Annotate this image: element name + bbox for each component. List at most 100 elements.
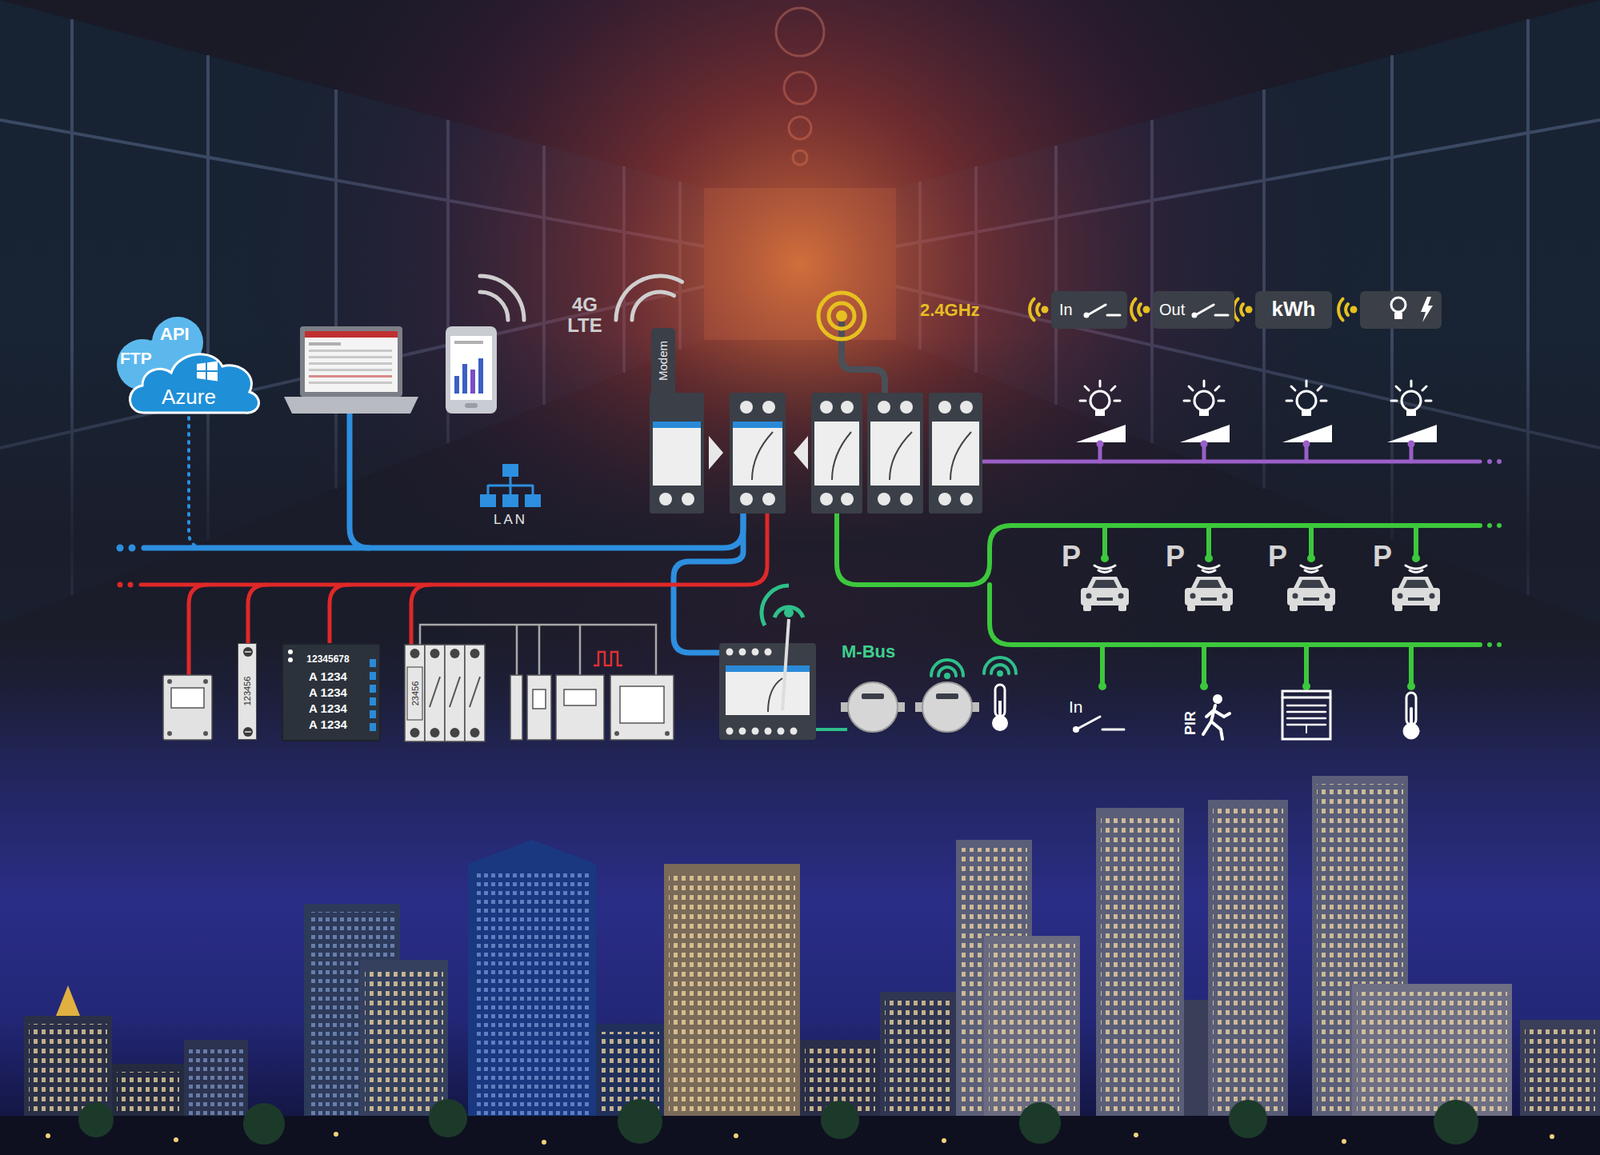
display-meter-shape — [369, 659, 376, 668]
mini-meter-shape — [243, 647, 253, 657]
laptop-icon — [308, 356, 392, 359]
din-rail-modules — [900, 400, 913, 414]
green-wireless-links — [1100, 644, 1105, 685]
lan-icon — [480, 464, 541, 508]
city-skyline — [1341, 1139, 1347, 1144]
lan-icon — [502, 494, 519, 508]
bottom-sensors — [1212, 694, 1223, 704]
red-rs485-bus — [128, 582, 134, 588]
mbus-master — [790, 728, 798, 736]
antenna-2-4ghz — [818, 292, 865, 340]
bottom-sensors — [1072, 691, 1420, 740]
city-skyline — [1019, 1102, 1061, 1144]
antenna-2-4ghz — [836, 310, 848, 322]
green-wireless-links — [1307, 554, 1316, 563]
node-text: 23456 — [409, 681, 420, 707]
four-module-device-shape — [450, 728, 460, 738]
parking-letter: P — [1061, 540, 1081, 573]
display-meter-shape — [369, 684, 376, 693]
purple-lighting-bus — [982, 444, 1502, 464]
wireless-badge-symbols — [1233, 299, 1252, 321]
city-skyline — [617, 1099, 663, 1144]
din-rail-modules — [900, 492, 913, 506]
bottom-sensors — [1287, 711, 1326, 714]
parking-letter: P — [1268, 540, 1288, 573]
node-text: Out — [1159, 300, 1185, 319]
city-skyline — [45, 1133, 51, 1139]
mbus-master — [739, 648, 747, 656]
node-text: Modem — [656, 340, 671, 381]
purple-lighting-bus — [1487, 459, 1492, 464]
phone-icon — [445, 326, 497, 414]
field-devices — [203, 679, 208, 684]
display-meter-shape — [288, 649, 293, 655]
purple-lighting-bus — [982, 460, 1480, 464]
display-meter-shape — [288, 657, 293, 663]
city-skyline — [1433, 1100, 1479, 1145]
four-module-device-shape — [404, 644, 425, 742]
lamp-row — [1387, 380, 1437, 448]
laptop-icon — [284, 396, 419, 414]
green-wireless-links — [1496, 523, 1502, 528]
mbus-master — [782, 619, 789, 711]
blue-lan-bus — [128, 544, 136, 552]
bottom-sensors — [1079, 716, 1100, 728]
lamp-row — [1282, 380, 1332, 448]
wireless-badge-symbols — [1338, 299, 1357, 321]
city-skyline — [0, 1116, 1600, 1155]
green-wireless-links — [1302, 682, 1311, 691]
din-rail-modules — [870, 421, 920, 486]
output-badge-shape — [1196, 304, 1214, 315]
network-label: 4G LTE — [560, 294, 610, 337]
din-rail-modules — [877, 492, 891, 506]
bottom-sensors — [1282, 691, 1331, 740]
cloud-outline — [116, 316, 259, 413]
din-rail-modules — [762, 400, 776, 414]
node-text: FTP — [120, 348, 152, 368]
city-skyline — [1228, 1100, 1268, 1139]
display-meter-shape — [369, 672, 376, 680]
four-module-device-shape — [429, 676, 440, 708]
mini-meter-shape — [243, 727, 253, 737]
din-rail-modules — [649, 392, 983, 514]
input-badge-shape — [1107, 314, 1120, 317]
wireless-badge-symbols — [1394, 312, 1403, 320]
city-skyline — [468, 840, 596, 1155]
mbus-master — [725, 665, 810, 672]
city-skyline — [733, 1133, 739, 1139]
lan-icon — [502, 464, 519, 477]
field-devices — [167, 679, 172, 684]
din-rail-modules — [814, 421, 860, 486]
phone-icon — [462, 364, 468, 394]
city-skyline — [941, 1138, 947, 1144]
bottom-sensors — [1403, 692, 1420, 740]
green-wireless-links — [836, 513, 1480, 585]
din-rail-modules — [840, 492, 854, 506]
city-skyline — [45, 1132, 1555, 1145]
node-text: In — [1059, 300, 1073, 319]
din-rail-modules — [877, 400, 891, 414]
node-text: A 1234 — [308, 718, 348, 732]
green-wireless-links — [1200, 682, 1208, 691]
display-meter-shape — [369, 710, 376, 719]
laptop-icon — [284, 326, 419, 414]
lan-icon — [487, 484, 490, 495]
din-rail-modules — [960, 400, 973, 414]
four-module-device-shape — [450, 648, 460, 659]
din-rail-modules — [840, 400, 854, 414]
din-rail-modules — [732, 421, 783, 486]
din-rail-modules — [681, 492, 695, 506]
output-badge: Out — [1152, 291, 1235, 329]
parking-sensors — [1392, 565, 1440, 612]
city-skyline — [0, 776, 1600, 1155]
mbus-master — [840, 682, 905, 732]
red-rs485-bus — [140, 513, 768, 585]
mbus-master — [725, 665, 810, 716]
city-skyline — [333, 1132, 339, 1137]
lan-label: LAN — [486, 512, 535, 528]
four-module-device-shape — [410, 648, 420, 659]
parking-sensors — [1080, 565, 1129, 612]
mbus-master — [739, 728, 747, 736]
green-wireless-links — [1413, 525, 1419, 559]
